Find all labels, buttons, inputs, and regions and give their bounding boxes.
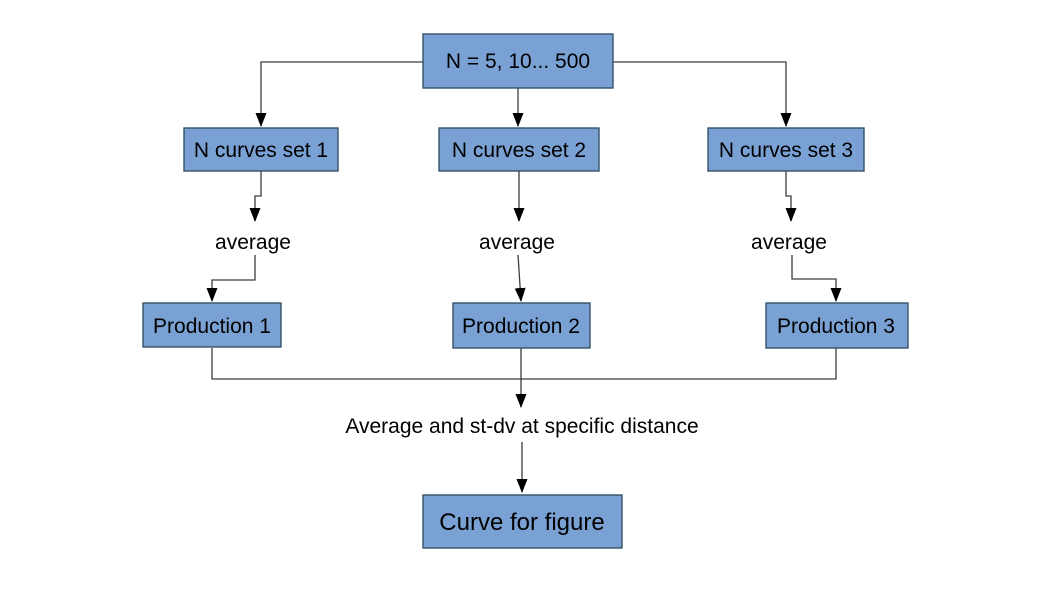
edge-join-line [211, 348, 837, 380]
node-set1: N curves set 1 [183, 127, 339, 172]
prod1-box [142, 302, 282, 348]
node-set2: N curves set 2 [438, 127, 600, 172]
edge-avg3-prod3 [791, 255, 842, 302]
set2-label: N curves set 2 [452, 139, 586, 162]
edge-set1-avg1 [249, 171, 262, 222]
avg3-label: average [751, 231, 827, 254]
node-prod3: Production 3 [765, 302, 909, 349]
set1-box [183, 127, 339, 172]
node-set3: N curves set 3 [707, 127, 865, 172]
set3-box [707, 127, 865, 172]
prod3-label: Production 3 [777, 315, 895, 338]
final-box [422, 494, 623, 549]
edge-range-set1 [255, 61, 423, 127]
final-label: Curve for figure [439, 509, 604, 536]
avg2-label: average [479, 231, 555, 254]
range-label: N = 5, 10... 500 [446, 50, 590, 73]
prod1-label: Production 1 [153, 315, 271, 338]
node-final: Curve for figure [422, 494, 623, 549]
edge-set3-avg3 [785, 171, 797, 222]
avg1-label: average [215, 231, 291, 254]
range-box [422, 33, 614, 89]
edge-range-set3 [613, 61, 792, 127]
set3-label: N curves set 3 [719, 139, 853, 162]
node-range: N = 5, 10... 500 [422, 33, 614, 89]
prod2-label: Production 2 [462, 315, 580, 338]
combine-label: Average and st-dv at specific distance [345, 415, 698, 438]
edge-avg2-prod2 [514, 254, 526, 302]
connectors [206, 61, 842, 493]
edge-avg1-prod1 [206, 255, 256, 302]
set2-box [438, 127, 600, 172]
node-prod2: Production 2 [452, 302, 591, 349]
set1-label: N curves set 1 [194, 139, 328, 162]
prod3-box [765, 302, 909, 349]
prod2-box [452, 302, 591, 349]
node-prod1: Production 1 [142, 302, 282, 348]
